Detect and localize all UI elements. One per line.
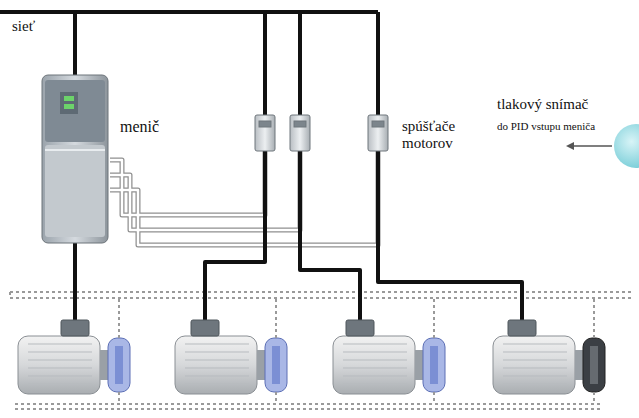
pipe-line <box>593 392 595 404</box>
terminal-box <box>191 320 219 336</box>
motor-fin <box>343 344 407 345</box>
motor-fin <box>503 376 567 377</box>
pump-head <box>423 338 445 392</box>
motor-fin <box>343 376 407 377</box>
motor-fin <box>185 368 249 369</box>
motor-pump-group <box>18 298 605 404</box>
pipe-line <box>433 392 435 404</box>
frequency-converter <box>42 75 108 243</box>
motor-fin <box>185 344 249 345</box>
sensor-label: tlakový snímač <box>497 96 588 113</box>
motor-shaft <box>100 350 108 380</box>
pump-core <box>272 346 280 384</box>
starter-label: spúšťače motorov <box>402 118 482 153</box>
motor-fin <box>185 360 249 361</box>
pump-core <box>430 346 438 384</box>
pipe-line <box>275 298 277 338</box>
motor-fin <box>503 384 567 385</box>
pump-head <box>583 338 605 392</box>
motor-fin <box>343 360 407 361</box>
network-label: sieť <box>12 18 35 35</box>
motor-body <box>18 336 100 394</box>
motor-fin <box>28 368 92 369</box>
motor-body <box>493 336 575 394</box>
motor-fin <box>28 384 92 385</box>
control-wire <box>110 150 378 245</box>
pump-head <box>108 338 130 392</box>
pump-core <box>590 346 598 384</box>
motor-fin <box>28 352 92 353</box>
motor-fin <box>28 360 92 361</box>
motor-body <box>175 336 257 394</box>
pipe-line <box>433 298 435 338</box>
motor-shaft <box>257 350 265 380</box>
pump-core <box>115 346 123 384</box>
pipe-line <box>10 292 632 409</box>
motor-fin <box>503 352 567 353</box>
converter-label: menič <box>120 118 159 136</box>
motor-fin <box>28 344 92 345</box>
motor-fin <box>343 384 407 385</box>
pipe-line <box>118 298 120 338</box>
motor-shaft <box>415 350 423 380</box>
motor-fin <box>185 376 249 377</box>
terminal-box <box>61 320 89 336</box>
motor-fin <box>503 360 567 361</box>
motor-fin <box>343 368 407 369</box>
power-wire <box>0 12 522 320</box>
motor-fin <box>185 384 249 385</box>
sensor-note: do PID vstupu meniča <box>497 120 595 133</box>
motor-fin <box>503 368 567 369</box>
pipe-line <box>593 298 595 338</box>
pipe-line <box>275 392 277 404</box>
motor-fin <box>503 344 567 345</box>
pump-head <box>265 338 287 392</box>
terminal-box <box>346 320 374 336</box>
motor-fin <box>185 352 249 353</box>
pipe-line <box>118 392 120 404</box>
motor-fin <box>28 376 92 377</box>
motor-fin <box>343 352 407 353</box>
motor-shaft <box>575 350 583 380</box>
motor-starter <box>255 115 388 151</box>
terminal-box <box>508 320 536 336</box>
motor-body <box>333 336 415 394</box>
